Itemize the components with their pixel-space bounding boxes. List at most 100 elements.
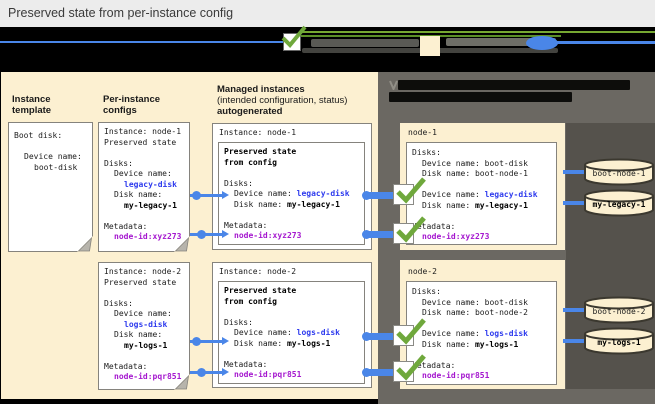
device-name-value: boot-disk <box>484 297 528 307</box>
vm-instance-card-node-1: node-1 Disks: Device name: boot-disk Dis… <box>400 123 565 250</box>
device-name-label: Device name: <box>114 309 172 318</box>
device-name-value: legacy-disk <box>484 190 538 199</box>
device-name-value: logs-disk <box>124 319 168 329</box>
connector-bar <box>368 230 396 238</box>
metadata-value: node-id:xyz273 <box>114 232 182 241</box>
device-name-label: Device name: <box>422 190 485 199</box>
boot-disk-label: Boot disk: <box>14 131 63 140</box>
vm-panel-heading-v-mark <box>389 80 398 90</box>
legend-green-line-1 <box>301 31 655 33</box>
header-line: configs <box>103 105 137 116</box>
header-line: Managed instances <box>217 84 305 95</box>
disk-label: boot-node-1 <box>592 169 646 178</box>
green-check-icon <box>396 216 426 243</box>
disk-name-label: Disk name: <box>114 330 163 339</box>
cylinder-icon <box>584 296 654 324</box>
connector-line-pic1-disks <box>190 193 223 197</box>
header-line: template <box>12 105 52 116</box>
stateful-device-line: Device name: legacy-disk <box>412 190 556 201</box>
instance-line: Instance: node-1 <box>104 127 182 136</box>
stateful-disk-line: Disk name: my-logs-1 <box>412 340 556 351</box>
connector-line-pic1-metadata <box>190 232 223 236</box>
header-line: Per-instance <box>103 94 161 105</box>
page-title: Preserved state from per-instance config <box>8 6 234 20</box>
legend-disk-ellipse-icon <box>526 36 558 50</box>
device-line: Device name: legacy-disk <box>224 189 364 200</box>
disk-cylinder-my-logs-1: my-logs-1 <box>583 327 655 355</box>
green-check-icon <box>396 177 426 204</box>
metadata-value: node-id:xyz273 <box>234 231 302 240</box>
instance-template-card: Boot disk: Device name: boot-disk <box>8 122 93 252</box>
disk-name-value: my-legacy-1 <box>286 199 340 209</box>
device-name-label: Device name: <box>234 189 297 198</box>
vm-instance-card-node-2: node-2 Disks: Device name: boot-disk Dis… <box>400 260 565 389</box>
preserved-state-title-2: from config <box>224 157 277 167</box>
legend-illegible-label-1 <box>311 39 419 47</box>
disks-label: Disks: <box>104 158 133 168</box>
column-header-managed-instances: Managed instances (intended configuratio… <box>217 84 377 117</box>
disk-name-label: Disk name: <box>114 190 163 199</box>
disk-name-label: Disk name: <box>422 339 475 349</box>
instance-line: Instance: node-2 <box>104 267 182 276</box>
disks-label: Disks: <box>104 298 133 308</box>
connector-bar <box>368 191 396 199</box>
device-name-value: legacy-disk <box>296 189 350 198</box>
disk-line: Disk name: my-legacy-1 <box>224 200 364 211</box>
connector-dot <box>196 229 206 239</box>
connector-arrowhead <box>222 230 229 238</box>
disk-name-label: Disk name: <box>234 338 287 348</box>
stateful-disk-line: Disk name: my-legacy-1 <box>412 201 556 212</box>
managed-instance-card-node-1: Instance: node-1 Preserved state from co… <box>212 123 372 250</box>
cylinder-icon <box>584 189 654 217</box>
device-name-value: boot-disk <box>484 158 528 168</box>
instance-line: Instance: node-1 <box>219 128 297 137</box>
connector-dot <box>196 367 206 377</box>
device-name-label: Device name: <box>422 158 485 168</box>
per-instance-config-card-node-1: Instance: node-1 Preserved state Disks: … <box>98 122 190 252</box>
disk-name-value: my-logs-1 <box>124 340 168 350</box>
metadata-label: Metadata: <box>224 359 268 369</box>
disk-label: my-legacy-1 <box>592 200 646 209</box>
disks-label: Disks: <box>224 317 253 327</box>
per-instance-config-card-node-2: Instance: node-2 Preserved state Disks: … <box>98 262 190 390</box>
disk-name-value: boot-node-1 <box>474 169 528 178</box>
connector-dot <box>361 190 371 200</box>
boot-device-line: Device name: boot-disk <box>412 159 556 170</box>
connector-dot <box>191 336 201 346</box>
metadata-value: node-id:pqr851 <box>114 372 182 381</box>
vm-name: node-2 <box>408 267 437 276</box>
connector-arrowhead <box>222 368 229 376</box>
legend-illegible-label-2 <box>446 38 556 46</box>
connector-bar <box>368 368 396 376</box>
disk-label: boot-node-2 <box>592 307 646 316</box>
boot-disk-line: Disk name: boot-node-1 <box>412 169 556 180</box>
preserved-state-title: Preserved state <box>224 286 297 295</box>
metadata-label: Metadata: <box>104 221 148 231</box>
disk-name-value: my-legacy-1 <box>124 200 177 210</box>
device-name-value: legacy-disk <box>124 179 177 189</box>
preserved-state-line: Preserved state <box>104 137 177 147</box>
disk-line: Disk name: my-logs-1 <box>224 339 364 350</box>
disk-name-value: my-logs-1 <box>474 339 519 349</box>
instance-line: Instance: node-2 <box>219 267 297 276</box>
disk-connector-line <box>563 308 585 312</box>
disk-name-label: Disk name: <box>234 199 287 209</box>
boot-device-line: Device name: boot-disk <box>412 298 556 309</box>
disk-cylinder-boot-node-1: boot-node-1 <box>583 158 655 186</box>
disk-label: my-logs-1 <box>597 338 641 347</box>
device-name-value: logs-disk <box>484 329 528 338</box>
metadata-value: node-id:xyz273 <box>422 232 490 241</box>
column-header-per-instance-configs: Per-instance configs <box>103 94 160 116</box>
title-bar: Preserved state from per-instance config <box>0 0 655 27</box>
folded-corner-icon <box>174 236 190 252</box>
connector-dot <box>361 367 371 377</box>
device-line: Device name: logs-disk <box>224 328 364 339</box>
disks-label: Disks: <box>224 178 253 188</box>
header-line: Instance <box>12 94 51 105</box>
preserved-state-title: Preserved state <box>224 147 297 156</box>
metadata-label: Metadata: <box>104 361 148 371</box>
disks-label: Disks: <box>412 287 441 296</box>
connector-arrowhead <box>222 191 229 199</box>
managed-instance-card-node-2: Instance: node-2 Preserved state from co… <box>212 262 372 388</box>
